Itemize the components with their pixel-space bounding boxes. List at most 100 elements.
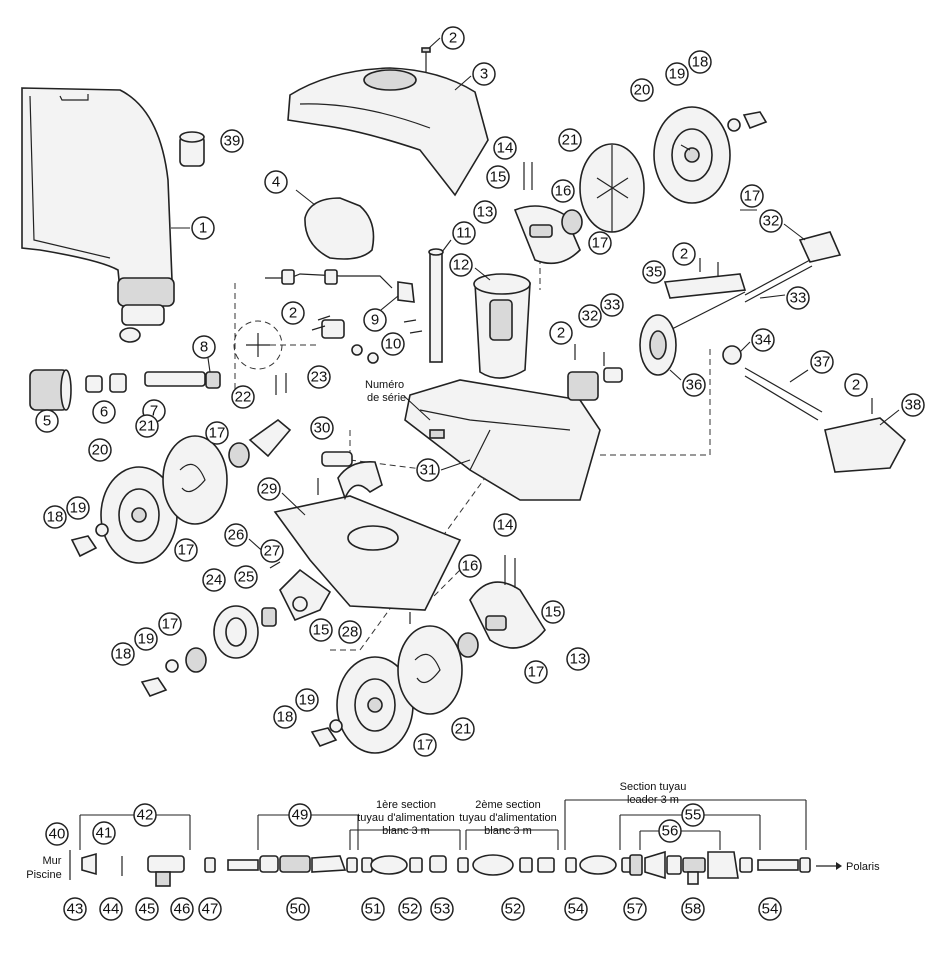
- callout-circle: [558, 128, 582, 152]
- callout-circle: [133, 803, 157, 827]
- callout-circle: [134, 627, 158, 651]
- part-callout-18: 18: [111, 642, 135, 666]
- callout-number: 17: [209, 425, 226, 442]
- leader-label-line2: leader 3 m: [627, 794, 679, 806]
- part-callout-41: 41: [92, 821, 116, 845]
- callout-circle: [758, 897, 782, 921]
- callout-number: 18: [692, 54, 709, 71]
- bumper-lower: [469, 555, 546, 649]
- callout-circle: [578, 304, 602, 328]
- callout-number: 36: [686, 377, 703, 394]
- axle-caps-left: [70, 523, 109, 558]
- part-callout-19: 19: [665, 62, 689, 86]
- part-callout-54: 54: [564, 897, 588, 921]
- part-callout-17: 17: [588, 231, 612, 255]
- part-callout-17: 17: [174, 538, 198, 562]
- part-callout-35: 35: [642, 260, 666, 284]
- callout-number: 33: [604, 297, 621, 314]
- top-cover: [287, 67, 489, 197]
- serial-label-line2: de série: [367, 392, 406, 404]
- part-callout-19: 19: [134, 627, 158, 651]
- callout-circle: [441, 26, 465, 50]
- callout-circle: [307, 365, 331, 389]
- part-callout-18: 18: [43, 505, 67, 529]
- part-callout-37: 37: [810, 350, 834, 374]
- callout-number: 55: [685, 807, 702, 824]
- callout-number: 19: [70, 500, 87, 517]
- callout-number: 17: [162, 616, 179, 633]
- callout-circle: [682, 373, 706, 397]
- bumper-upper: [513, 162, 583, 265]
- part-callout-56: 56: [658, 819, 682, 843]
- drive-gear-24: [213, 568, 332, 659]
- supply-line-assembly: [69, 799, 842, 887]
- callout-number: 31: [420, 462, 437, 479]
- callout-circle: [658, 819, 682, 843]
- chassis-body: [404, 379, 601, 501]
- callout-circle: [566, 647, 590, 671]
- left-front-wheel: [100, 418, 292, 564]
- callout-number: 2: [289, 305, 297, 322]
- callout-circle: [740, 184, 764, 208]
- callout-circle: [759, 209, 783, 233]
- callout-number: 35: [646, 264, 663, 281]
- part-callout-32: 32: [759, 209, 783, 233]
- lower-shell: [273, 451, 462, 611]
- part-callout-39: 39: [220, 129, 244, 153]
- part-callout-53: 53: [430, 897, 454, 921]
- callout-circle: [66, 496, 90, 520]
- part-callout-33: 33: [600, 293, 624, 317]
- callout-number: 40: [49, 826, 66, 843]
- part-callout-31: 31: [416, 458, 440, 482]
- part-callout-2: 2: [672, 242, 696, 266]
- callout-number: 5: [43, 413, 51, 430]
- section1-label-line3: blanc 3 m: [382, 825, 430, 837]
- callout-circle: [309, 618, 333, 642]
- part-callout-9: 9: [363, 308, 387, 332]
- part-callout-3: 3: [472, 62, 496, 86]
- callout-number: 47: [202, 901, 219, 918]
- callout-number: 45: [139, 901, 156, 918]
- callout-circle: [260, 539, 284, 563]
- callout-circle: [901, 393, 925, 417]
- part-callout-58: 58: [681, 897, 705, 921]
- part-callout-17: 17: [740, 184, 764, 208]
- callout-circle: [43, 505, 67, 529]
- part-callout-21: 21: [558, 128, 582, 152]
- part-callout-50: 50: [286, 897, 310, 921]
- part-callout-30: 30: [310, 416, 334, 440]
- callout-circle: [288, 803, 312, 827]
- part-callout-28: 28: [338, 620, 362, 644]
- callout-number: 44: [103, 901, 120, 918]
- callout-circle: [786, 286, 810, 310]
- callout-number: 21: [562, 132, 579, 149]
- part-callout-46: 46: [170, 897, 194, 921]
- part-callout-27: 27: [260, 539, 284, 563]
- callout-number: 16: [555, 183, 572, 200]
- callout-number: 25: [238, 569, 255, 586]
- float: [304, 197, 375, 260]
- callout-circle: [231, 385, 255, 409]
- part-callout-15: 15: [486, 165, 510, 189]
- part-callout-19: 19: [295, 688, 319, 712]
- part-callout-19: 19: [66, 496, 90, 520]
- part-callout-33: 33: [786, 286, 810, 310]
- callout-circle: [158, 612, 182, 636]
- callout-circle: [234, 565, 258, 589]
- callout-number: 9: [371, 312, 379, 329]
- callout-number: 32: [582, 308, 599, 325]
- callout-circle: [99, 897, 123, 921]
- part-callout-14: 14: [493, 136, 517, 160]
- polaris-label: Polaris: [846, 861, 880, 873]
- part-callout-5: 5: [35, 409, 59, 433]
- part-callout-2: 2: [441, 26, 465, 50]
- callout-circle: [205, 421, 229, 445]
- callout-number: 6: [100, 404, 108, 421]
- callout-number: 2: [852, 377, 860, 394]
- callout-number: 41: [96, 825, 113, 842]
- callout-circle: [665, 62, 689, 86]
- callout-number: 2: [557, 325, 565, 342]
- callout-circle: [564, 897, 588, 921]
- callout-circle: [630, 78, 654, 102]
